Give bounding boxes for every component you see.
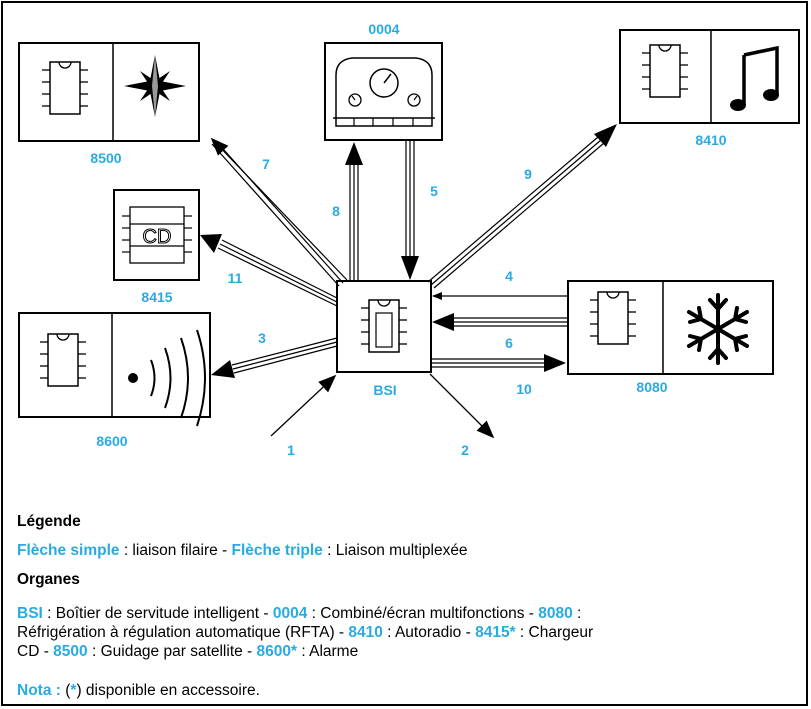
legend-title: Légende — [17, 513, 81, 530]
organes-line-1: BSI : Boîtier de servitude intelligent -… — [17, 604, 807, 623]
legend-simple-term: Flèche simple — [17, 542, 120, 559]
organe-desc-bsi: : Boîtier de servitude intelligent - — [42, 605, 273, 622]
organe-key-8415: 8415* — [475, 624, 516, 641]
module-8500 — [18, 42, 200, 142]
module-8410 — [619, 29, 800, 124]
link-label-9: 9 — [524, 166, 532, 182]
link-5-arrow — [401, 141, 419, 280]
organe-desc-8500: : Guidage par satellite - — [87, 643, 257, 660]
link-3-arrow — [211, 337, 338, 378]
nota-line: Nota : (*) disponible en accessoire. — [17, 681, 260, 700]
label-8415: 8415 — [141, 289, 173, 305]
organe-key-8410: 8410 — [348, 624, 383, 641]
organe-desc-8080: Réfrigération à régulation automatique (… — [17, 624, 349, 641]
module-bsi — [336, 280, 432, 373]
module-8080 — [567, 280, 774, 375]
organes-list: BSI : Boîtier de servitude intelligent -… — [17, 604, 807, 661]
music-note-icon — [730, 45, 779, 111]
legend-simple-def: : liaison filaire - — [119, 542, 232, 559]
link-label-7: 7 — [262, 156, 270, 172]
organe-desc-8410: : Autoradio - — [382, 624, 476, 641]
link-label-10: 10 — [516, 381, 532, 397]
link-label-5: 5 — [430, 183, 438, 199]
label-0004: 0004 — [368, 21, 400, 37]
nota-open: ( — [60, 682, 71, 699]
organe-key-bsi: BSI — [17, 605, 43, 622]
cd-icon: CD — [143, 226, 172, 248]
label-8410: 8410 — [695, 132, 727, 148]
label-8080: 8080 — [636, 379, 668, 395]
snowflake-icon — [687, 293, 749, 365]
label-8500: 8500 — [90, 150, 122, 166]
organes-line-2: Réfrigération à régulation automatique (… — [17, 623, 807, 642]
nota-text: ) disponible en accessoire. — [76, 682, 260, 699]
organe-sep-8080: : — [572, 605, 582, 622]
organes-line-3: CD - 8500 : Guidage par satellite - 8600… — [17, 642, 807, 661]
link-6-arrow — [432, 313, 568, 331]
alarm-signal-icon — [128, 329, 206, 427]
organe-key-8600: 8600* — [256, 643, 298, 660]
nota-label: Nota : — [17, 682, 61, 699]
link-9-arrow — [427, 124, 617, 289]
gauge-dial-icon — [348, 68, 421, 107]
link-11-arrow — [200, 234, 338, 307]
link-1-arrow — [270, 374, 337, 437]
link-label-2: 2 — [461, 442, 469, 458]
organe-key-8500: 8500 — [53, 643, 88, 660]
organes-title: Organes — [17, 571, 80, 588]
link-label-1: 1 — [287, 442, 295, 458]
link-7-arrow — [210, 137, 348, 287]
organe-desc-8600: : Alarme — [297, 643, 359, 660]
module-8415: CD — [113, 189, 200, 281]
link-label-4: 4 — [505, 268, 513, 284]
legend-triple-def: : Liaison multiplexée — [322, 542, 468, 559]
link-label-8: 8 — [332, 203, 340, 219]
link-label-6: 6 — [505, 335, 513, 351]
organe-key-0004: 0004 — [272, 605, 308, 622]
organe-desc-8415b: CD - — [17, 643, 54, 660]
organe-key-8080: 8080 — [538, 605, 573, 622]
compass-star-icon — [124, 55, 186, 117]
multiplex-arrows — [200, 124, 617, 378]
label-8600: 8600 — [96, 433, 128, 449]
link-10-arrow — [431, 354, 566, 372]
wired-arrows — [270, 292, 568, 439]
organe-desc-8415: : Chargeur — [515, 624, 594, 641]
organe-desc-0004: : Combiné/écran multifonctions - — [307, 605, 539, 622]
module-8600 — [18, 312, 211, 427]
link-2-arrow — [429, 373, 495, 439]
nota-star: * — [70, 682, 77, 699]
module-0004 — [324, 42, 443, 141]
legend-line: Flèche simple : liaison filaire - Flèche… — [17, 541, 468, 560]
legend-triple-term: Flèche triple — [231, 542, 323, 559]
link-label-11: 11 — [227, 270, 243, 286]
label-bsi: BSI — [373, 382, 397, 398]
link-label-3: 3 — [258, 330, 266, 346]
link-8-arrow — [345, 142, 363, 280]
